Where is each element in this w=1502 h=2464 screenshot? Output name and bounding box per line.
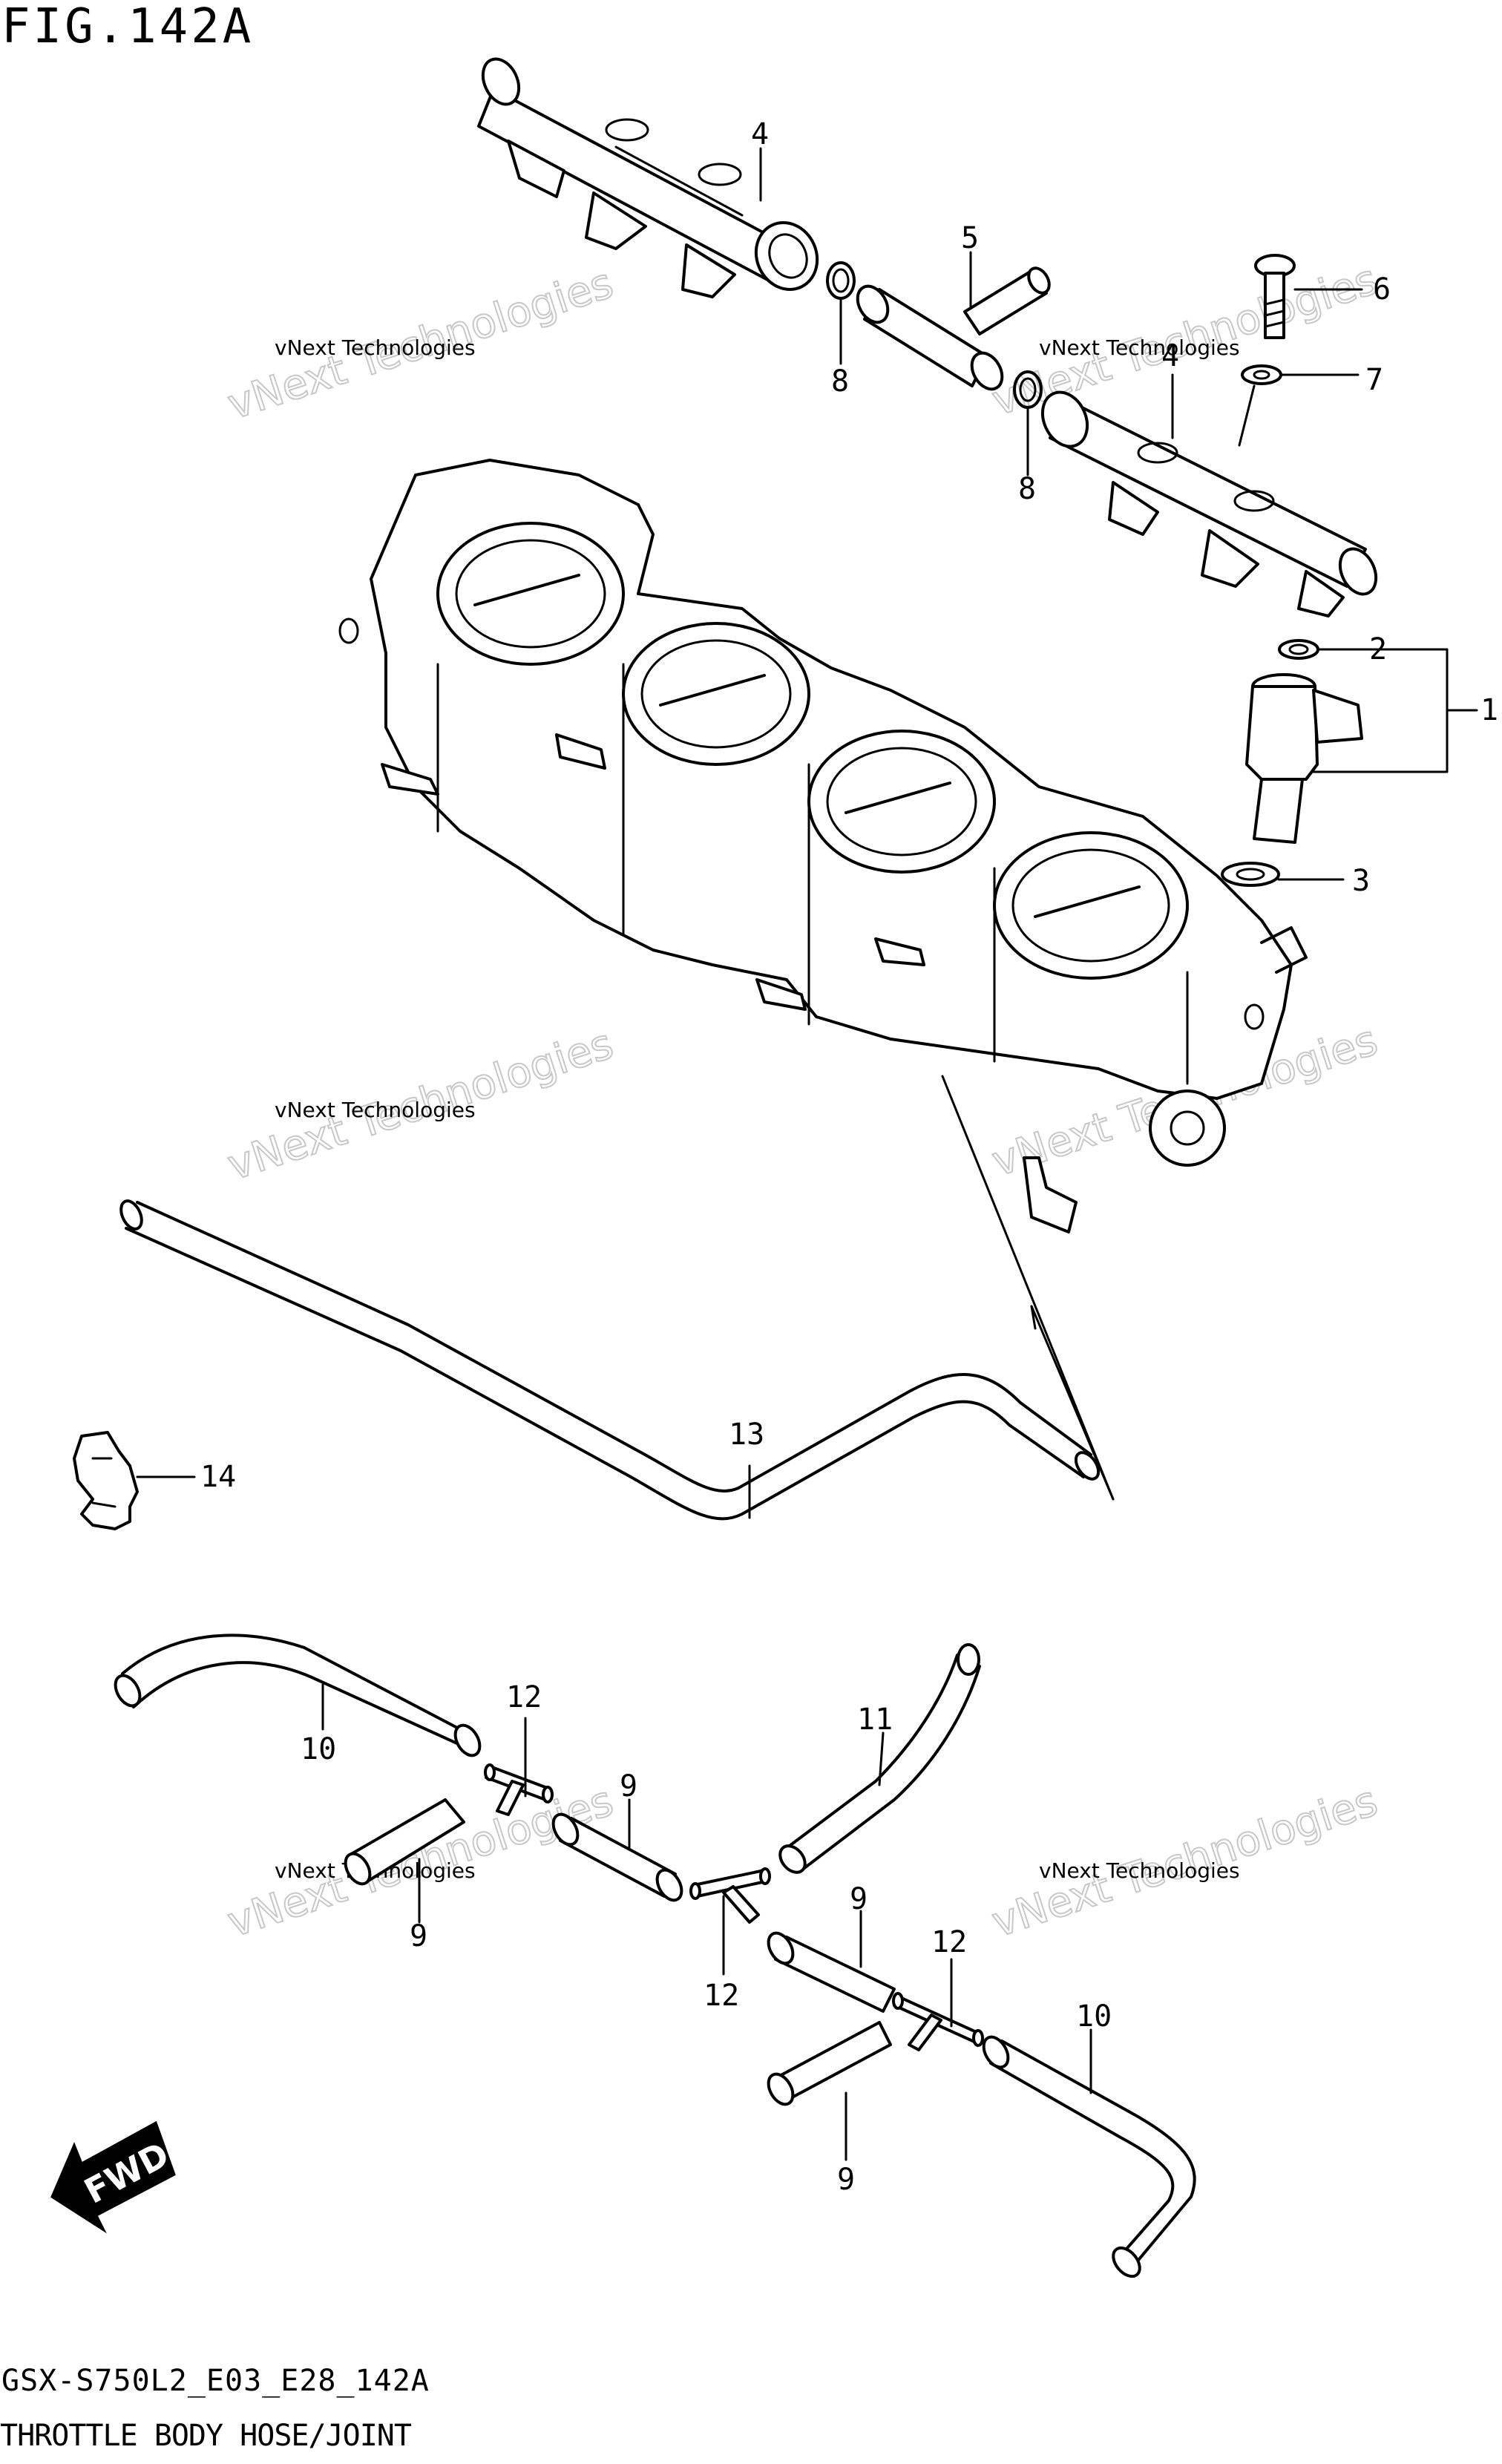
callout-11: 11 <box>857 1703 893 1737</box>
hose-9-left <box>344 1798 465 1886</box>
fuel-injector-1 <box>1221 639 1363 887</box>
long-vent-hose-13 <box>119 1199 1101 1521</box>
throttle-body-assembly <box>338 459 1308 1233</box>
hose-10-left <box>114 1634 482 1757</box>
callout-9-right: 9 <box>850 1882 868 1916</box>
hose-9-right <box>767 1931 896 2013</box>
callout-8-upper: 8 <box>831 364 849 399</box>
watermark-mid-left: vNext Technologies vNext Technologies <box>221 1019 620 1190</box>
fuel-pipe-joint-5 <box>856 266 1051 391</box>
hose-10-right <box>982 2035 1196 2278</box>
watermark-small-text: vNext Technologies <box>275 335 476 360</box>
callout-numbers: 4 5 6 8 4 7 8 2 1 3 13 14 12 11 10 9 9 1… <box>200 117 1498 2197</box>
figure-title: FIG.142A <box>1 0 255 54</box>
callout-2: 2 <box>1369 632 1387 666</box>
watermark-bottom-right: vNext Technologies vNext Technologies <box>986 1776 1384 1947</box>
watermark-small-text: vNext Technologies <box>275 1098 476 1122</box>
callout-12-upper: 12 <box>506 1680 542 1714</box>
t-joint-12-upper <box>484 1763 554 1816</box>
leader-lines-throttle-to-hose <box>941 1075 1115 1501</box>
watermark-small-text: vNext Technologies <box>1039 335 1240 360</box>
t-joint-12-center <box>689 1867 771 1924</box>
hose-clamp-14 <box>73 1431 139 1530</box>
callout-14: 14 <box>200 1460 236 1494</box>
callout-9-center: 9 <box>620 1769 637 1803</box>
watermark-small-text: vNext Technologies <box>1039 1858 1240 1883</box>
hose-9-bottom <box>767 2021 892 2106</box>
callout-12-center: 12 <box>704 1979 739 2013</box>
washer-7 <box>1241 364 1282 385</box>
callout-9-bottom: 9 <box>837 2163 855 2197</box>
callout-7: 7 <box>1365 363 1383 397</box>
callout-6: 6 <box>1373 272 1391 307</box>
hose-9-center <box>551 1812 683 1902</box>
figure-code: GSX-S750L2_E03_E28_142A <box>1 2364 430 2398</box>
fuel-delivery-pipe-right <box>1040 390 1378 617</box>
bolt-6 <box>1254 254 1296 339</box>
callout-4-upper: 4 <box>751 117 769 151</box>
t-joint-12-lower <box>892 1992 984 2051</box>
watermark-top-left: vNext Technologies vNext Technologies <box>221 258 620 430</box>
callout-8-lower: 8 <box>1018 472 1036 506</box>
callout-10-left: 10 <box>301 1732 336 1766</box>
callout-leaders <box>136 147 1478 2161</box>
callout-9-left: 9 <box>410 1919 427 1953</box>
callout-3: 3 <box>1352 864 1370 898</box>
callout-13: 13 <box>729 1418 764 1452</box>
o-ring-8-upper <box>826 261 856 300</box>
callout-1: 1 <box>1480 693 1498 727</box>
forward-direction-badge: FWD <box>50 2120 176 2234</box>
callout-10-right: 10 <box>1076 1999 1112 2034</box>
fuel-delivery-pipe-left <box>477 57 819 298</box>
callout-5: 5 <box>961 221 979 255</box>
callout-4-right: 4 <box>1161 339 1179 373</box>
hose-11 <box>778 1643 981 1874</box>
figure-caption: THROTTLE BODY HOSE/JOINT <box>0 2419 412 2453</box>
callout-12-lower: 12 <box>931 1925 967 1959</box>
